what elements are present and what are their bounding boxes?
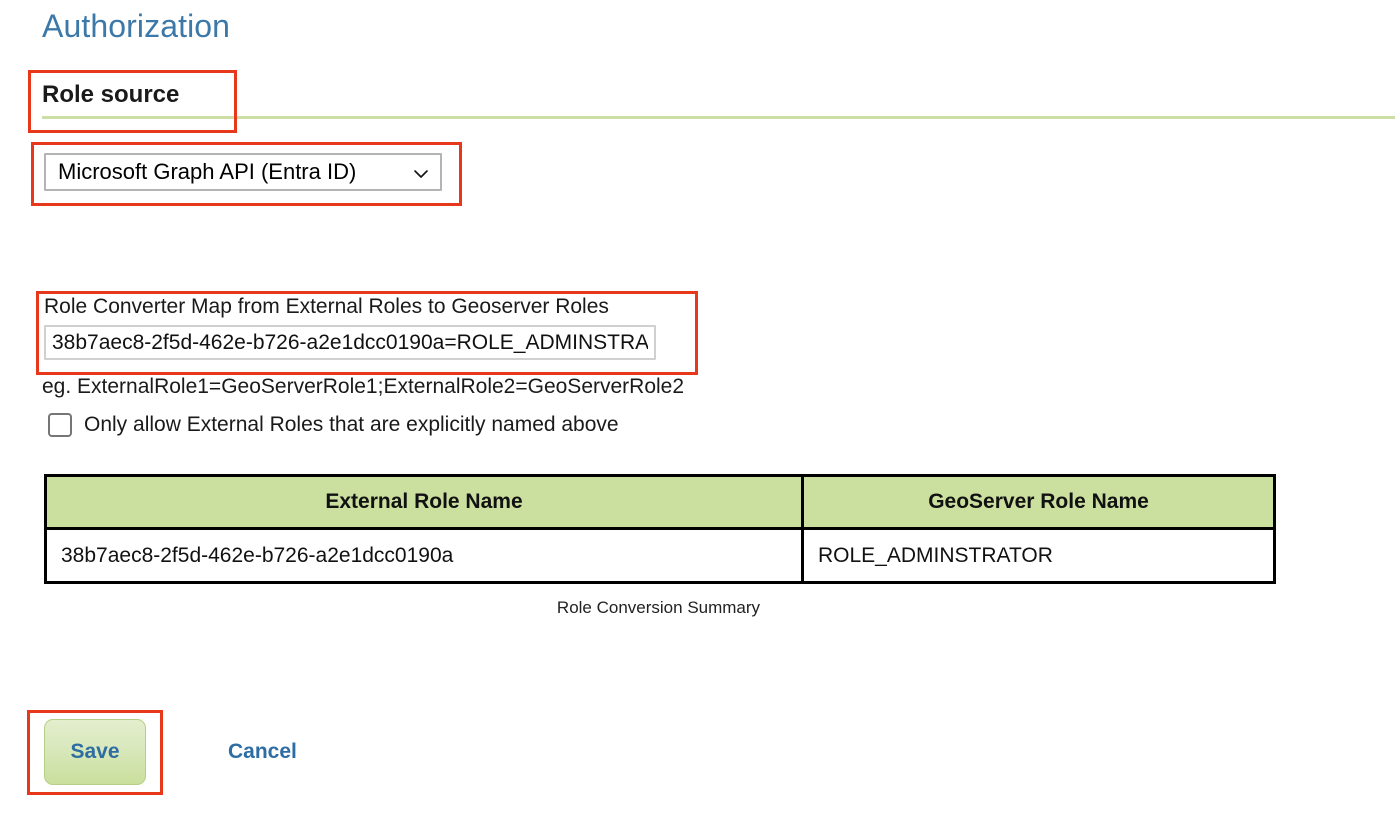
role-source-select[interactable]: Microsoft Graph API (Entra ID) (44, 153, 442, 191)
section-divider (42, 116, 1395, 119)
role-converter-map-input[interactable] (44, 325, 656, 360)
save-button[interactable]: Save (44, 719, 146, 785)
role-source-select-wrapper: Microsoft Graph API (Entra ID) (44, 153, 442, 191)
cell-geoserver-role-name: ROLE_ADMINSTRATOR (801, 527, 1276, 584)
chevron-down-icon (412, 163, 430, 181)
role-conversion-summary-table: External Role Name GeoServer Role Name 3… (44, 474, 1276, 584)
role-source-select-value: Microsoft Graph API (Entra ID) (58, 159, 357, 184)
form-actions: Save Cancel (44, 719, 297, 785)
role-source-heading: Role source (42, 81, 180, 108)
only-allow-external-roles-row[interactable]: Only allow External Roles that are expli… (48, 412, 619, 438)
table-row: 38b7aec8-2f5d-462e-b726-a2e1dcc0190a ROL… (44, 527, 1276, 584)
only-allow-external-roles-checkbox[interactable] (48, 413, 72, 437)
role-converter-map-hint: eg. ExternalRole1=GeoServerRole1;Externa… (42, 375, 685, 398)
role-conversion-summary-caption: Role Conversion Summary (556, 598, 761, 617)
cell-external-role-name: 38b7aec8-2f5d-462e-b726-a2e1dcc0190a (44, 527, 804, 584)
cancel-link[interactable]: Cancel (228, 740, 297, 763)
role-converter-map-label: Role Converter Map from External Roles t… (44, 295, 609, 318)
role-conversion-summary-wrapper: External Role Name GeoServer Role Name 3… (44, 474, 1276, 618)
role-converter-map-block: Role Converter Map from External Roles t… (44, 294, 704, 360)
only-allow-external-roles-label: Only allow External Roles that are expli… (84, 413, 619, 436)
column-header-geoserver-role-name: GeoServer Role Name (801, 474, 1276, 530)
role-source-section: Role source (42, 80, 1395, 119)
table-header-row: External Role Name GeoServer Role Name (44, 474, 1276, 530)
page-title: Authorization (42, 8, 231, 44)
column-header-external-role-name: External Role Name (44, 474, 804, 530)
